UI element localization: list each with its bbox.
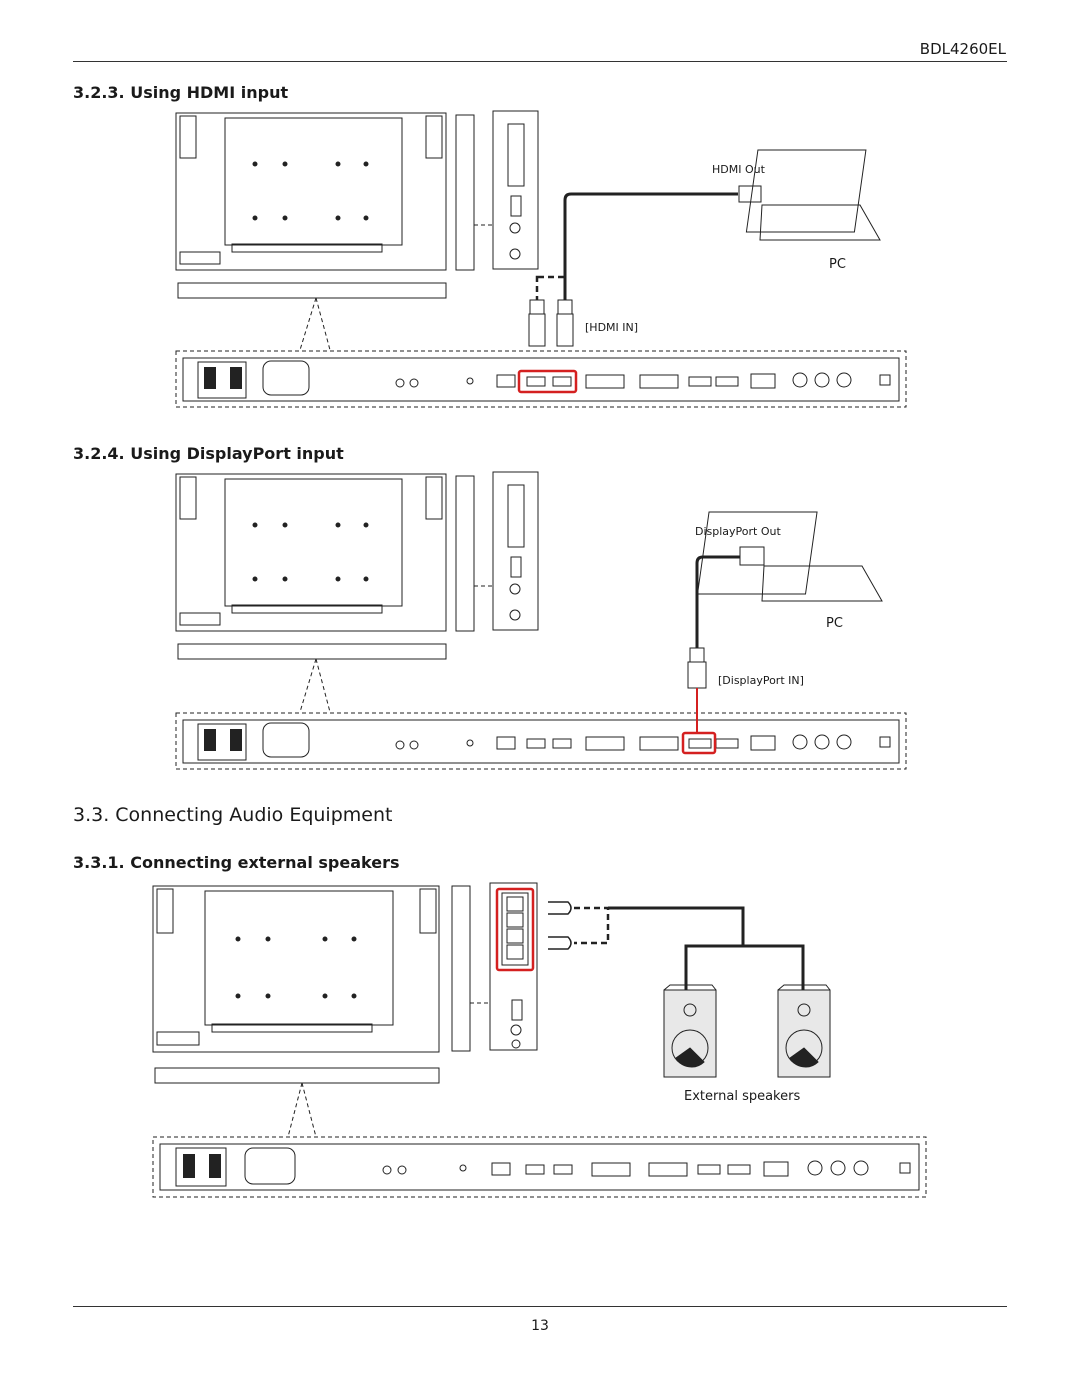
- hdmi-in-label: [HDMI IN]: [585, 321, 639, 334]
- connector-strip-speakers: [152, 1136, 927, 1198]
- monitor-bottom-edge: [154, 1067, 440, 1084]
- page-number: 13: [531, 1318, 549, 1334]
- monitor-side-view: [455, 475, 475, 632]
- speaker-left-icon: [663, 984, 717, 1078]
- connector-strip-displayport: [175, 712, 907, 770]
- section-title-hdmi: 3.2.3. Using HDMI input: [73, 83, 289, 102]
- side-input-panel: [492, 110, 539, 270]
- external-speakers-caption: External speakers: [684, 1089, 801, 1104]
- monitor-rear: [152, 885, 440, 1053]
- section-title-displayport: 3.2.4. Using DisplayPort input: [73, 444, 344, 463]
- section-title-audio: 3.3. Connecting Audio Equipment: [73, 804, 393, 826]
- monitor-bottom-edge: [177, 282, 447, 299]
- monitor-side-view: [451, 885, 471, 1052]
- displayport-port-highlight: [681, 731, 717, 755]
- section-title-speakers: 3.3.1. Connecting external speakers: [73, 853, 400, 872]
- header-rule: [73, 61, 1007, 62]
- connector-strip-hdmi: [175, 350, 907, 408]
- hdmi-out-label: HDMI Out: [712, 163, 765, 176]
- displayport-out-label: DisplayPort Out: [695, 525, 781, 538]
- pc-label-hdmi: PC: [829, 257, 846, 272]
- monitor-side-view: [455, 114, 475, 271]
- model-number: BDL4260EL: [919, 40, 1006, 58]
- side-input-panel: [492, 471, 539, 631]
- monitor-rear: [175, 112, 447, 271]
- footer-rule: [73, 1306, 1007, 1307]
- monitor-rear: [175, 473, 447, 632]
- hdmi-plug-b: [556, 299, 574, 347]
- side-input-panel: [489, 882, 538, 1051]
- monitor-bottom-edge: [177, 643, 447, 660]
- hdmi-plug-a: [528, 299, 546, 347]
- pc-label-displayport: PC: [826, 616, 843, 631]
- speaker-right-icon: [777, 984, 831, 1078]
- displayport-in-label: [DisplayPort IN]: [718, 674, 804, 687]
- speaker-terminal-highlight: [495, 887, 535, 972]
- displayport-plug: [687, 647, 707, 689]
- hdmi-port-highlight: [517, 369, 578, 394]
